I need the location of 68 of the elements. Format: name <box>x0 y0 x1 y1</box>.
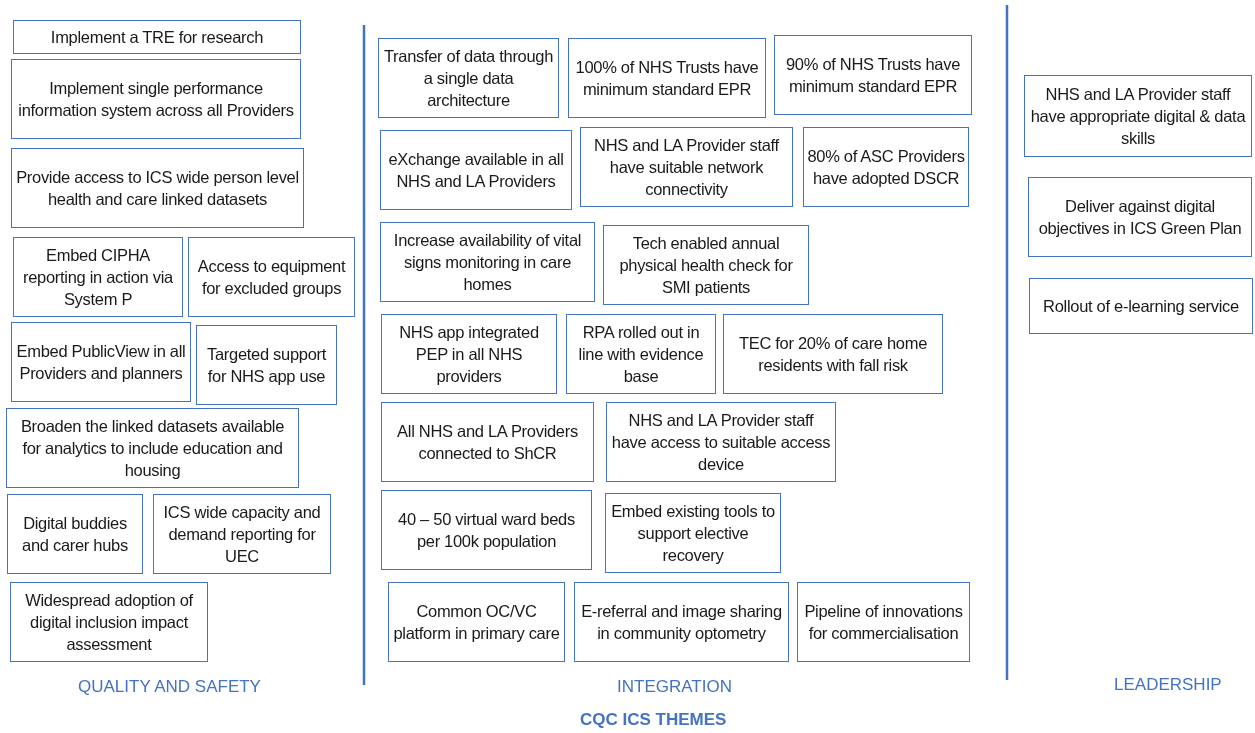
theme-box <box>188 237 355 317</box>
diagram-title: CQC ICS THEMES <box>580 710 727 730</box>
theme-box <box>580 127 793 207</box>
theme-box <box>11 322 191 402</box>
theme-box <box>803 127 969 207</box>
theme-box <box>605 493 781 573</box>
theme-box <box>606 402 836 482</box>
box-text: Embed existing tools to support elective recovery <box>610 501 776 566</box>
box-text: Pipeline of innovations for commercialisation <box>803 601 964 644</box>
box-text: Rollout of e-learning service <box>1043 296 1239 317</box>
theme-box <box>13 237 183 317</box>
theme-box <box>7 494 143 574</box>
theme-box <box>13 20 301 54</box>
theme-box <box>1029 278 1253 334</box>
theme-box <box>566 314 716 394</box>
theme-box <box>797 582 970 662</box>
theme-box <box>723 314 943 394</box>
theme-box <box>196 325 337 405</box>
box-text: 90% of NHS Trusts have minimum standard EPR <box>784 54 962 97</box>
box-text: Widespread adoption of digital inclusion impact assessment <box>24 590 194 655</box>
theme-box <box>774 35 972 115</box>
theme-box <box>380 130 572 210</box>
box-text: Provide access to ICS wide person level health and care linked datasets <box>15 167 300 210</box>
column-heading: QUALITY AND SAFETY <box>78 677 261 697</box>
box-text: Embed PublicView in all Providers and planners <box>15 341 187 384</box>
box-text: 100% of NHS Trusts have minimum standard EPR <box>574 57 760 100</box>
theme-box <box>10 582 208 662</box>
box-text: Tech enabled annual physical health check for SMI patients <box>618 233 794 298</box>
theme-box <box>6 408 299 488</box>
box-text: Digital buddies and carer hubs <box>21 513 129 556</box>
theme-box <box>381 314 557 394</box>
box-text: ICS wide capacity and demand reporting for UEC <box>162 502 322 567</box>
box-text: Broaden the linked datasets available for analytics to include education and housing <box>19 416 286 481</box>
box-text: All NHS and LA Providers connected to ShCR <box>396 421 579 464</box>
box-text: Implement single performance information system across all Providers <box>17 78 295 121</box>
box-text: Implement a TRE for research <box>50 27 264 48</box>
theme-box <box>381 402 594 482</box>
theme-box <box>603 225 809 305</box>
box-text: NHS and LA Provider staff have appropriate digital & data skills <box>1029 84 1247 149</box>
box-text: Embed CIPHA reporting in action via System P <box>22 245 174 310</box>
theme-box <box>568 38 766 118</box>
box-text: NHS app integrated PEP in all NHS providers <box>398 322 540 387</box>
column-heading: LEADERSHIP <box>1114 675 1222 695</box>
theme-box <box>574 582 789 662</box>
theme-box <box>1028 177 1252 257</box>
theme-box <box>381 490 592 570</box>
theme-box <box>11 148 304 228</box>
theme-box <box>378 38 559 118</box>
box-text: 40 – 50 virtual ward beds per 100k population <box>397 509 576 552</box>
theme-box <box>380 222 595 302</box>
box-text: Deliver against digital objectives in ICS Green Plan <box>1037 196 1243 239</box>
column-heading: INTEGRATION <box>617 677 732 697</box>
box-text: NHS and LA Provider staff have access to suitable access device <box>610 410 832 475</box>
box-text: eXchange available in all NHS and LA Providers <box>387 149 565 192</box>
box-text: E-referral and image sharing in community optometry <box>580 601 783 644</box>
box-text: Common OC/VC platform in primary care <box>392 601 561 644</box>
theme-box <box>11 59 301 139</box>
box-text: NHS and LA Provider staff have suitable network connectivity <box>593 135 780 200</box>
box-text: Targeted support for NHS app use <box>206 344 328 387</box>
box-text: RPA rolled out in line with evidence base <box>577 322 705 387</box>
box-text: Access to equipment for excluded groups <box>196 256 347 299</box>
box-text: TEC for 20% of care home residents with fall risk <box>737 333 929 376</box>
theme-box <box>153 494 331 574</box>
box-text: 80% of ASC Providers have adopted DSCR <box>807 146 965 189</box>
theme-box <box>388 582 565 662</box>
box-text: Transfer of data through a single data architecture <box>382 46 555 111</box>
theme-box <box>1024 75 1252 157</box>
box-text: Increase availability of vital signs monitoring in care homes <box>392 230 583 295</box>
